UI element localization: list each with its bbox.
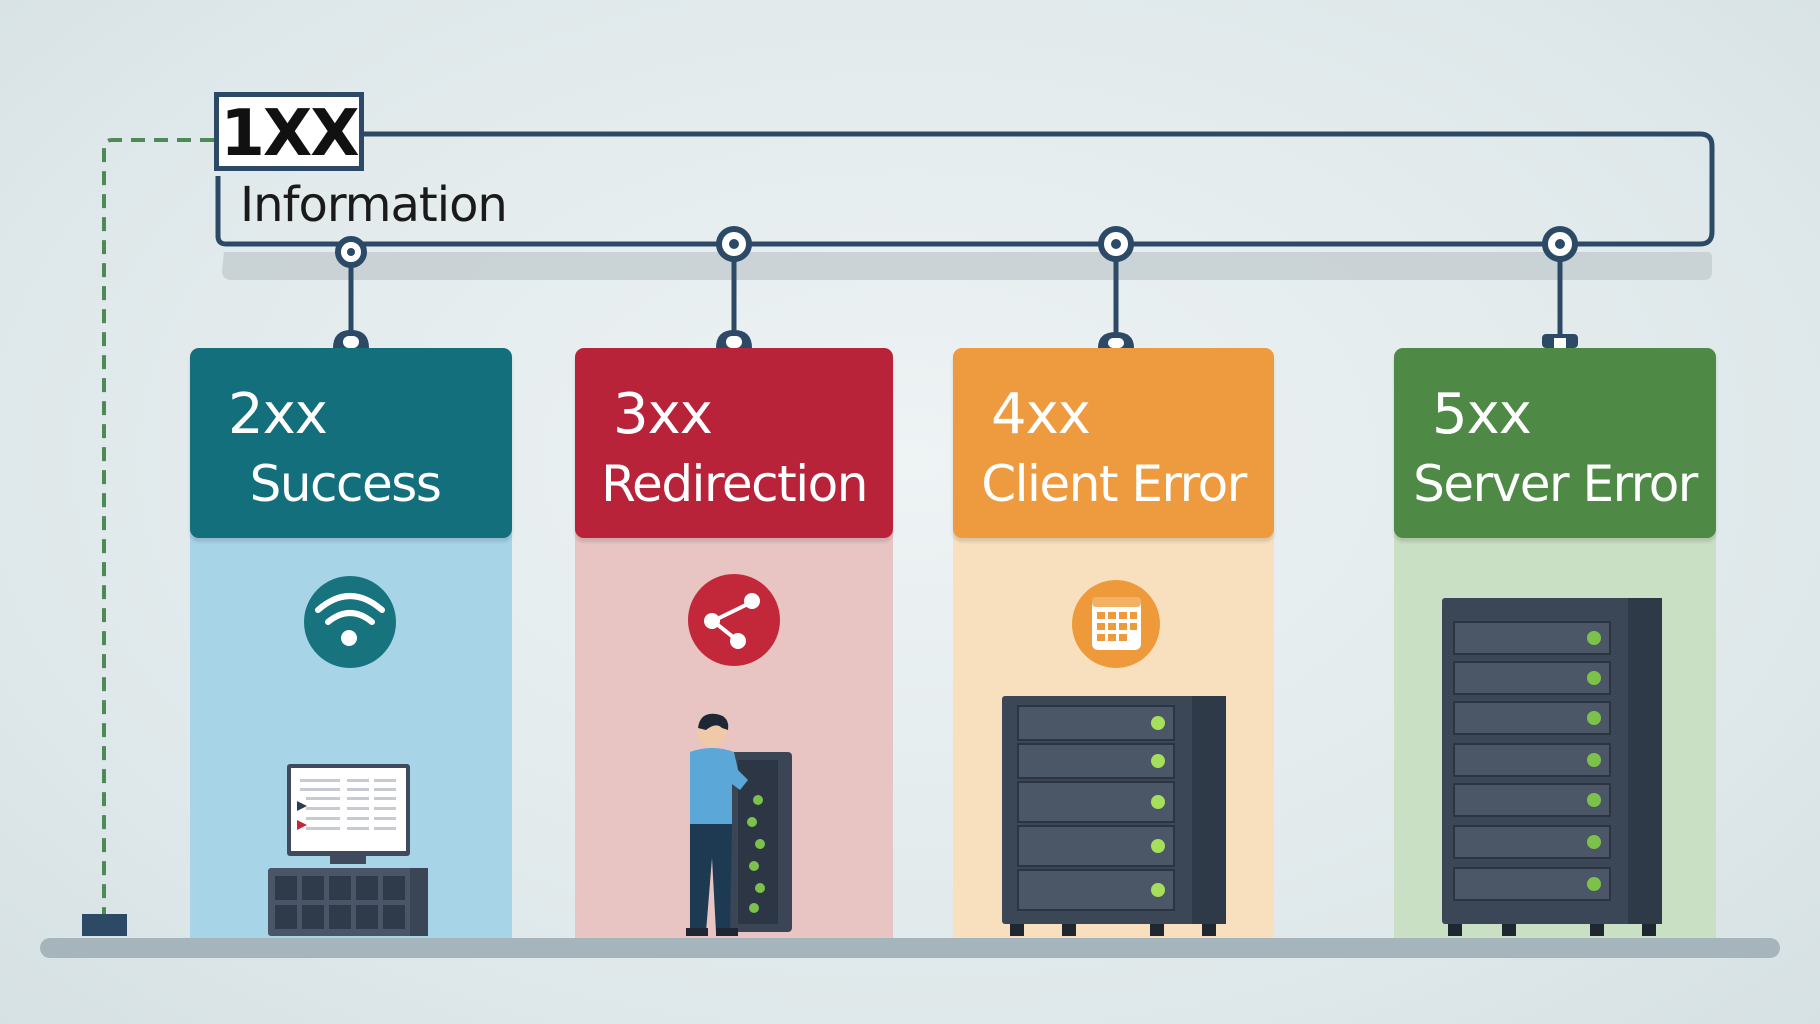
client-error-label: Client Error <box>981 455 1247 513</box>
redirection-label: Redirection <box>601 455 868 513</box>
client-error-card-header: 4xx Client Error <box>953 348 1274 538</box>
client-error-card-body <box>953 530 1274 938</box>
success-card-body <box>190 530 512 938</box>
redirection-card-header: 3xx Redirection <box>575 348 893 538</box>
server-error-label: Server Error <box>1413 455 1698 513</box>
server-error-card-header: 5xx Server Error <box>1394 348 1716 538</box>
client-error-code: 4xx <box>991 382 1091 447</box>
success-code: 2xx <box>228 382 328 447</box>
information-code-box: 1XX <box>214 92 364 171</box>
success-label: Success <box>249 455 442 513</box>
redirection-card-body <box>575 530 893 938</box>
redirection-code: 3xx <box>613 382 713 447</box>
success-card-header: 2xx Success <box>190 348 512 538</box>
server-error-code: 5xx <box>1432 382 1532 447</box>
server-error-card-body <box>1394 530 1716 938</box>
information-code: 1XX <box>220 97 359 171</box>
information-label: Information <box>240 177 508 233</box>
